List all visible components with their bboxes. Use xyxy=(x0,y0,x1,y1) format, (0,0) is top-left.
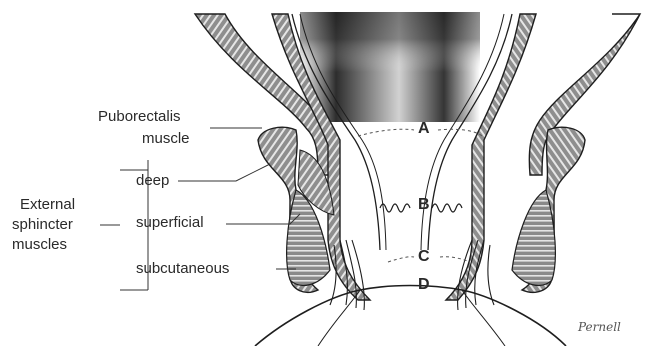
superficial-label: superficial xyxy=(136,214,204,232)
external-sphincter-label-line3: muscles xyxy=(12,236,67,254)
artist-signature: Pernell xyxy=(578,320,621,334)
puborectalis-label-line2: muscle xyxy=(142,130,190,148)
level-a-label: A xyxy=(418,120,430,138)
external-sphincter-label-line2: sphincter xyxy=(12,216,73,234)
subcutaneous-label: subcutaneous xyxy=(136,260,229,278)
level-b-label: B xyxy=(418,196,430,214)
deep-label: deep xyxy=(136,172,169,190)
level-d-label: D xyxy=(418,276,430,294)
external-sphincter-label: External xyxy=(20,196,75,214)
level-c-label: C xyxy=(418,248,430,266)
rectal-lumen xyxy=(300,12,480,122)
perianal-skin-line xyxy=(255,286,566,346)
puborectalis-label: Puborectalis xyxy=(98,108,181,126)
